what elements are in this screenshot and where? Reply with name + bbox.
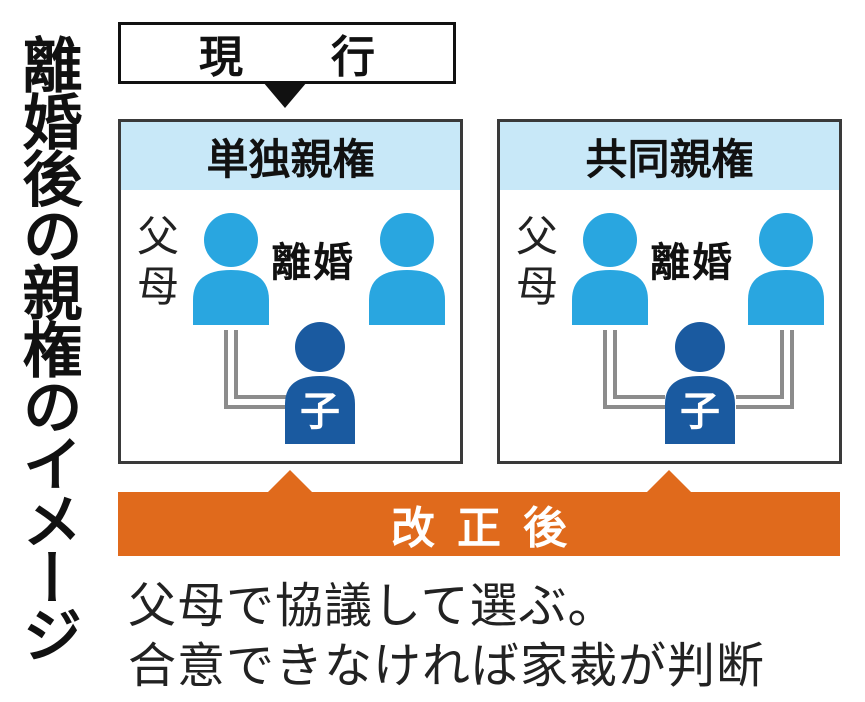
parents-label: 父母 <box>136 212 179 311</box>
custody-connector <box>224 330 286 409</box>
description-line-1: 父母で協議して選ぶ。 <box>128 578 617 634</box>
panel-single-custody: 単独親権 父母 離婚 子 <box>118 119 463 464</box>
current-system-label: 現 行 <box>118 22 456 84</box>
parent-person-icon <box>369 213 445 325</box>
description-line-2: 合意できなければ家裁が判断 <box>128 638 766 694</box>
up-arrow-icon <box>266 470 314 494</box>
parent-person-icon <box>572 213 648 325</box>
child-person-icon <box>285 322 355 444</box>
up-arrow-icon <box>645 470 693 494</box>
vertical-title: 離婚後の親権のイメージ <box>12 33 82 661</box>
panel-joint-custody: 共同親権 父母 離婚 子 <box>497 119 842 464</box>
panel-heading: 単独親権 <box>121 122 460 190</box>
child-label: 子 <box>680 389 720 435</box>
down-arrow-icon <box>263 82 307 108</box>
custody-connector <box>736 330 794 409</box>
after-revision-label: 改正後 <box>118 492 840 556</box>
custody-connector <box>603 330 665 409</box>
parents-label: 父母 <box>515 212 558 311</box>
panel-heading: 共同親権 <box>500 122 839 190</box>
divorce-label: 離婚 <box>271 239 355 286</box>
parent-person-icon <box>193 213 269 325</box>
divorce-label: 離婚 <box>650 239 734 286</box>
child-label: 子 <box>300 389 340 435</box>
joint-custody-diagram <box>572 213 824 444</box>
parent-person-icon <box>748 213 824 325</box>
child-person-icon <box>665 322 735 444</box>
single-custody-diagram <box>193 213 445 444</box>
